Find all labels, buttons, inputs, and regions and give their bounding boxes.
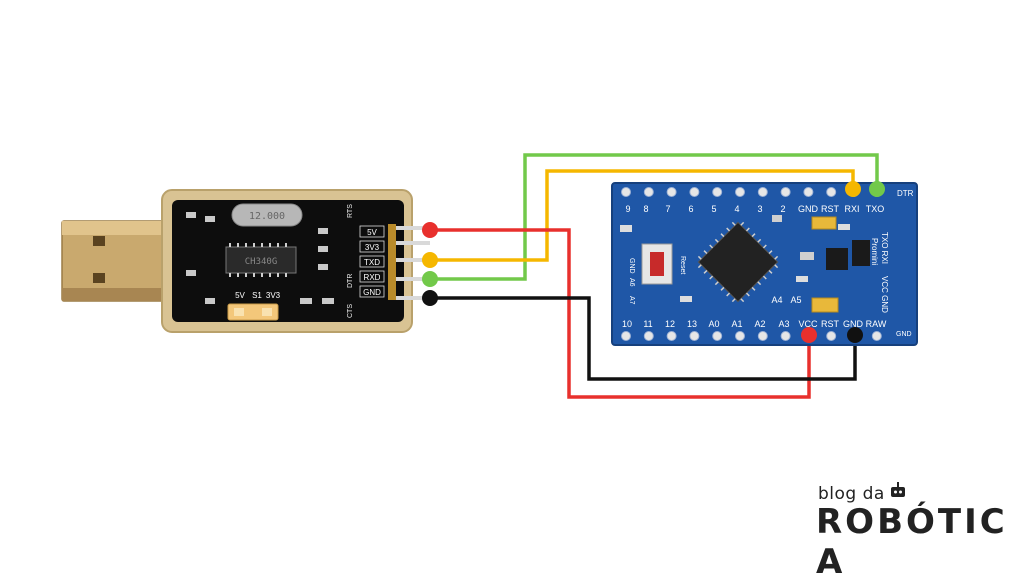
pin-6: 6 xyxy=(688,204,693,214)
jumper-label-3v3: 3V3 xyxy=(266,291,281,300)
top-hole-6 xyxy=(735,187,745,197)
label-rts: RTS xyxy=(347,204,354,218)
bottom-hole-5 xyxy=(712,331,723,341)
pin-label-gnd: GND xyxy=(363,288,381,297)
dot-green-adapter xyxy=(422,271,438,287)
pin-13: 13 xyxy=(687,319,697,329)
arduino-pro-mini: 9 8 7 6 5 4 3 2 GND RST RXI TXO DTR 10 1… xyxy=(611,181,918,346)
bottom-hole-10 xyxy=(826,331,837,341)
label-cts: CTS xyxy=(347,304,354,318)
top-hole-7 xyxy=(757,187,768,197)
pin-2: 2 xyxy=(780,204,785,214)
pin-a2: A2 xyxy=(754,319,765,329)
pin-a4: A4 xyxy=(771,295,782,305)
bottom-hole-7 xyxy=(757,331,768,341)
bottom-hole-12 xyxy=(871,331,882,341)
wire-black xyxy=(430,296,857,381)
pin-gnd-bottom: GND xyxy=(843,319,864,329)
pin-3: 3 xyxy=(757,204,762,214)
dot-black-arduino xyxy=(847,327,863,343)
top-hole-8 xyxy=(780,187,791,197)
pin-4: 4 xyxy=(734,204,739,214)
wires xyxy=(430,153,879,399)
bottom-hole-4 xyxy=(689,331,700,341)
pin-a1: A1 xyxy=(731,319,742,329)
pin-label-rxd: RXD xyxy=(364,273,381,282)
pin-7: 7 xyxy=(665,204,670,214)
board-name: Promini xyxy=(870,238,879,265)
pin-12: 12 xyxy=(665,319,675,329)
right-label-2: VCC GND xyxy=(880,276,889,313)
right-label-1: TXO RXI xyxy=(880,232,889,264)
logo-small-text: blog da xyxy=(818,484,885,504)
label-dtr: DTR xyxy=(347,274,354,288)
bottom-hole-6 xyxy=(735,331,745,341)
pin-vcc: VCC xyxy=(798,319,818,329)
pin-8: 8 xyxy=(643,204,648,214)
dot-yellow-adapter xyxy=(422,252,438,268)
board-components xyxy=(620,215,870,313)
adapter-pin-labels: 5V 3V3 TXD RXD GND xyxy=(359,225,385,298)
pin-dtr: DTR xyxy=(897,189,914,198)
chip-label: CH340G xyxy=(245,257,278,267)
pin-label-txd: TXD xyxy=(364,258,380,267)
wire-yellow xyxy=(430,169,855,262)
dot-black-adapter xyxy=(422,290,438,306)
dot-red-arduino xyxy=(801,327,817,343)
bottom-hole-3 xyxy=(666,331,677,341)
pin-rxi: RXI xyxy=(844,204,859,214)
top-hole-1 xyxy=(621,187,631,197)
chip-leads xyxy=(697,221,779,303)
left-label-gnd: GND xyxy=(628,258,635,274)
usb-serial-adapter: 12.000 CH340G 5V 3V3 TXD RXD GND xyxy=(61,189,438,333)
top-pin-labels: 9 8 7 6 5 4 3 2 GND RST RXI TXO xyxy=(625,204,884,214)
jumper-label-s1: S1 xyxy=(252,291,262,300)
robot-icon xyxy=(891,482,905,497)
pin-a0: A0 xyxy=(708,319,719,329)
pin-gnd-top: GND xyxy=(798,204,819,214)
top-hole-9 xyxy=(803,187,814,197)
gnd-corner-label: GND xyxy=(896,331,912,338)
pin-9: 9 xyxy=(625,204,630,214)
pin-a5: A5 xyxy=(790,295,801,305)
pin-label-5v: 5V xyxy=(367,228,377,237)
pin-raw: RAW xyxy=(866,319,887,329)
left-label-a7: A7 xyxy=(628,296,635,305)
bottom-hole-8 xyxy=(780,331,791,341)
top-hole-5 xyxy=(712,187,723,197)
bottom-hole-1 xyxy=(621,331,631,341)
crystal xyxy=(231,203,303,227)
left-label-a6: A6 xyxy=(628,278,635,287)
pin-label-3v3: 3V3 xyxy=(365,243,380,252)
dot-green-arduino xyxy=(869,181,885,197)
pin-rst-top: RST xyxy=(821,204,840,214)
pin-txo: TXO xyxy=(866,204,885,214)
bottom-hole-2 xyxy=(643,331,654,341)
adapter-header-pins xyxy=(388,224,430,300)
pin-rst-bottom: RST xyxy=(821,319,840,329)
top-hole-3 xyxy=(666,187,677,197)
top-hole-10 xyxy=(826,187,837,197)
wire-red xyxy=(430,228,811,399)
pin-10: 10 xyxy=(622,319,632,329)
logo-big-text: ROBÓTIC A xyxy=(816,502,1008,582)
pin-5: 5 xyxy=(711,204,716,214)
top-hole-4 xyxy=(689,187,700,197)
top-hole-2 xyxy=(643,187,654,197)
pin-a3: A3 xyxy=(778,319,789,329)
pin-11: 11 xyxy=(643,319,652,329)
dot-yellow-arduino xyxy=(845,181,861,197)
reset-label: Reset xyxy=(679,256,686,274)
dot-red-adapter xyxy=(422,222,438,238)
blog-da-robotica-logo: blog da ROBÓTIC A xyxy=(812,482,1012,582)
jumper-label-5v: 5V xyxy=(235,291,245,300)
crystal-label: 12.000 xyxy=(249,211,285,222)
bottom-pin-labels: 10 11 12 13 A0 A1 A2 A3 VCC RST GND RAW … xyxy=(622,295,887,329)
wire-green xyxy=(430,153,879,281)
